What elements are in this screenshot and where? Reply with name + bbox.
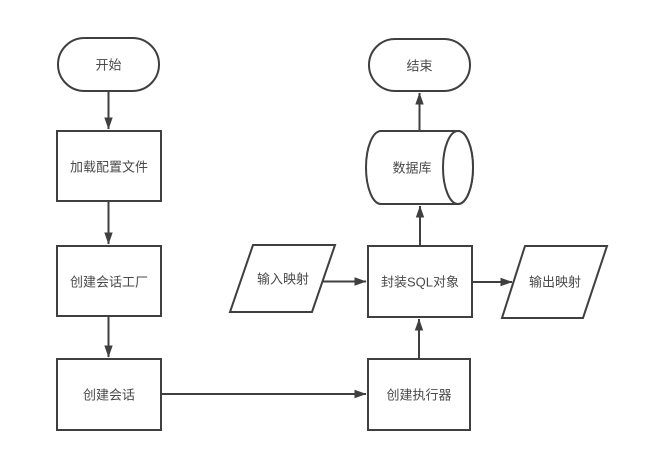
node-create-executor-label: 创建执行器 <box>386 388 451 403</box>
terminator-shape <box>368 38 471 92</box>
node-database: 数据库 <box>365 130 474 205</box>
node-start-label: 开始 <box>95 58 121 73</box>
process-shape <box>367 358 471 431</box>
node-wrap-sql-label: 封装SQL对象 <box>381 275 459 290</box>
node-output-mapping-label: 输出映射 <box>529 275 581 290</box>
cylinder-end-cap <box>442 130 474 205</box>
node-database-label: 数据库 <box>392 161 431 176</box>
terminator-shape <box>57 37 160 92</box>
node-start: 开始 <box>57 37 160 92</box>
node-create-executor: 创建执行器 <box>367 358 471 431</box>
parallelogram-shape <box>500 245 609 319</box>
node-input-mapping-label: 输入映射 <box>257 272 309 287</box>
node-create-session-label: 创建会话 <box>83 388 135 403</box>
process-shape <box>367 245 473 318</box>
process-shape <box>56 358 162 431</box>
node-wrap-sql: 封装SQL对象 <box>367 245 473 318</box>
node-create-session-factory-label: 创建会话工厂 <box>70 275 148 290</box>
node-output-mapping: 输出映射 <box>500 245 609 319</box>
parallelogram-shape <box>228 244 337 313</box>
node-end-label: 结束 <box>406 59 432 74</box>
process-shape <box>56 245 162 317</box>
node-create-session: 创建会话 <box>56 358 162 431</box>
node-input-mapping: 输入映射 <box>228 244 337 313</box>
process-shape <box>56 130 162 202</box>
node-load-config: 加载配置文件 <box>56 130 162 202</box>
node-create-session-factory: 创建会话工厂 <box>56 245 162 317</box>
node-end: 结束 <box>368 38 471 92</box>
node-load-config-label: 加载配置文件 <box>70 160 148 175</box>
